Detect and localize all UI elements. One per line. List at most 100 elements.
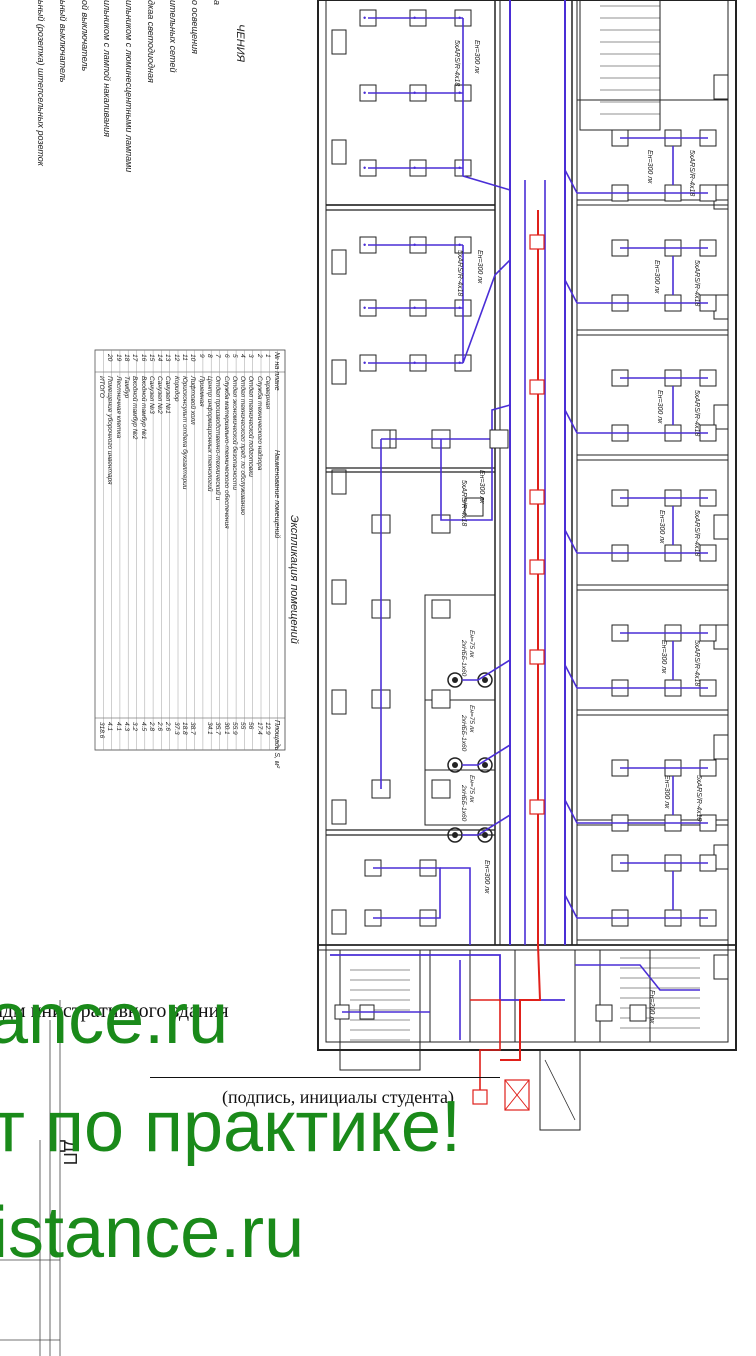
signature-caption: (подпись, инициалы студента) (222, 1087, 454, 1107)
table-cell: 7 (214, 354, 222, 358)
luminaire (595, 1004, 613, 1022)
emergency-lamp (529, 379, 545, 395)
fixture-label: 2хНББ-1х60 (460, 714, 467, 752)
emergency-lamp (529, 559, 545, 575)
fixture-label: 5хARS/R-4х18 (693, 510, 700, 556)
legend-item: а (212, 0, 222, 6)
table-cell: 5 (230, 354, 238, 358)
window-pier (331, 909, 347, 935)
table-cell: 20 (106, 354, 114, 362)
window-pier (713, 734, 729, 760)
table-cell: Входной тамбур №2 (131, 376, 139, 440)
table-cell: Лифтовой холл (189, 376, 197, 425)
fixture-label: Ен=300 лк (658, 510, 665, 544)
luminaire-mark: • (363, 13, 366, 23)
table-cell: 35.7 (214, 722, 222, 735)
entrance-door (544, 1059, 576, 1121)
window-pier (713, 514, 729, 540)
fixture-label: 2хНББ-1х60 (460, 784, 467, 822)
table-cell: 38.7 (189, 722, 197, 735)
legend-title: ЧЕНИЯ (234, 24, 246, 63)
table-cell: 30.1 (222, 722, 230, 735)
window-pier (331, 469, 347, 495)
table-cell: 12 (172, 354, 180, 362)
table-cell: 3 (247, 354, 255, 358)
table-cell: 9 (197, 354, 205, 358)
legend-item: дкаа светодиодная (146, 0, 156, 83)
table-cell: 18 (122, 354, 130, 362)
feeder (564, 169, 620, 194)
fixture-label: Ен=300 лк (478, 470, 485, 504)
luminaire-mark: • (363, 88, 366, 98)
wc-feeder (462, 659, 511, 681)
table-cell: 2.8 (147, 722, 155, 732)
feeder (462, 18, 511, 191)
emergency-lamp (529, 649, 545, 665)
table-cell: Серверная (264, 376, 271, 410)
feeder-bottom (330, 954, 565, 1001)
staircase-top (579, 0, 661, 131)
wc-lamp-dot (482, 677, 488, 683)
table-cell: 13 (164, 354, 172, 362)
wc-lamp-dot (452, 677, 458, 683)
emergency-run (500, 210, 542, 1061)
fixture-label: 5хARS/R-4х18 (453, 40, 460, 86)
feeder (564, 894, 620, 919)
fixture-label: Ен=75 лк (468, 775, 475, 803)
table-cell: Коридор (172, 376, 180, 402)
fixture-label: Ен=300 лк (473, 40, 480, 74)
wc-lamp-dot (482, 762, 488, 768)
feeder (564, 279, 620, 304)
window-pier (331, 579, 347, 605)
fixture-label: 5хARS/R-4х18 (460, 480, 467, 526)
table-cell: 2 (255, 354, 263, 358)
feeder-bottom (575, 964, 700, 991)
table-cell: 17 (131, 354, 139, 362)
luminaire-mark: • (363, 240, 366, 250)
table-cell: 6 (222, 354, 230, 358)
table-header: Наименование помещений (273, 450, 280, 539)
table-cell: 34.1 (205, 722, 213, 735)
feeder (564, 799, 620, 824)
fixture-label: Ен=200 лк (648, 990, 655, 1024)
fixture-label: Ен=300 лк (656, 390, 663, 424)
feeder (564, 664, 620, 689)
luminaire-mark: • (363, 358, 366, 368)
table-cell: 16 (139, 354, 147, 362)
legend-item: ьный выключатель (58, 0, 68, 83)
restroom-block (424, 594, 496, 826)
table-cell: Санузел №3 (147, 376, 155, 414)
window-pier (331, 139, 347, 165)
table-cell: 1 (264, 354, 271, 358)
fixture-label: 5хARS/R-4х18 (456, 250, 463, 296)
feeder (440, 867, 471, 945)
table-cell: Служба технического надзора (255, 376, 263, 471)
fixture-label: 2хНББ-1х60 (460, 639, 467, 677)
legend-item: ительных сетей (168, 0, 178, 73)
luminaire (629, 1004, 647, 1022)
emergency-lamp (529, 489, 545, 505)
table-cell: 19 (114, 354, 122, 362)
fixture-label: Ен=300 лк (660, 640, 667, 674)
table-cell: 4.5 (139, 722, 147, 732)
fixture-label: 5хARS/R-4х18 (695, 775, 702, 821)
wc-lamp-dot (482, 832, 488, 838)
emergency-run (470, 999, 501, 1100)
fixture-label: 5хARS/R-4х18 (693, 640, 700, 686)
luminaire (431, 779, 451, 799)
table-header: Площадь S, м² (273, 720, 280, 769)
signature-line (150, 1077, 500, 1078)
room-bottom-left-run (373, 867, 441, 919)
wc-feeder (462, 744, 511, 766)
luminaire-mark: • (363, 163, 366, 173)
table-cell: Приемная (197, 376, 205, 407)
emergency-lamp (529, 799, 545, 815)
table-cell: 10 (189, 354, 197, 362)
legend-item: ильником с люминесцентными лампами (124, 0, 134, 173)
fixture-label: Ен=75 лк (468, 630, 475, 658)
table-cell: 4.1 (106, 722, 114, 732)
table-cell: Служба материально-технического обеспече… (222, 376, 230, 529)
staircase-bottom (599, 949, 729, 1043)
fixture-label: Ен=300 лк (476, 250, 483, 284)
